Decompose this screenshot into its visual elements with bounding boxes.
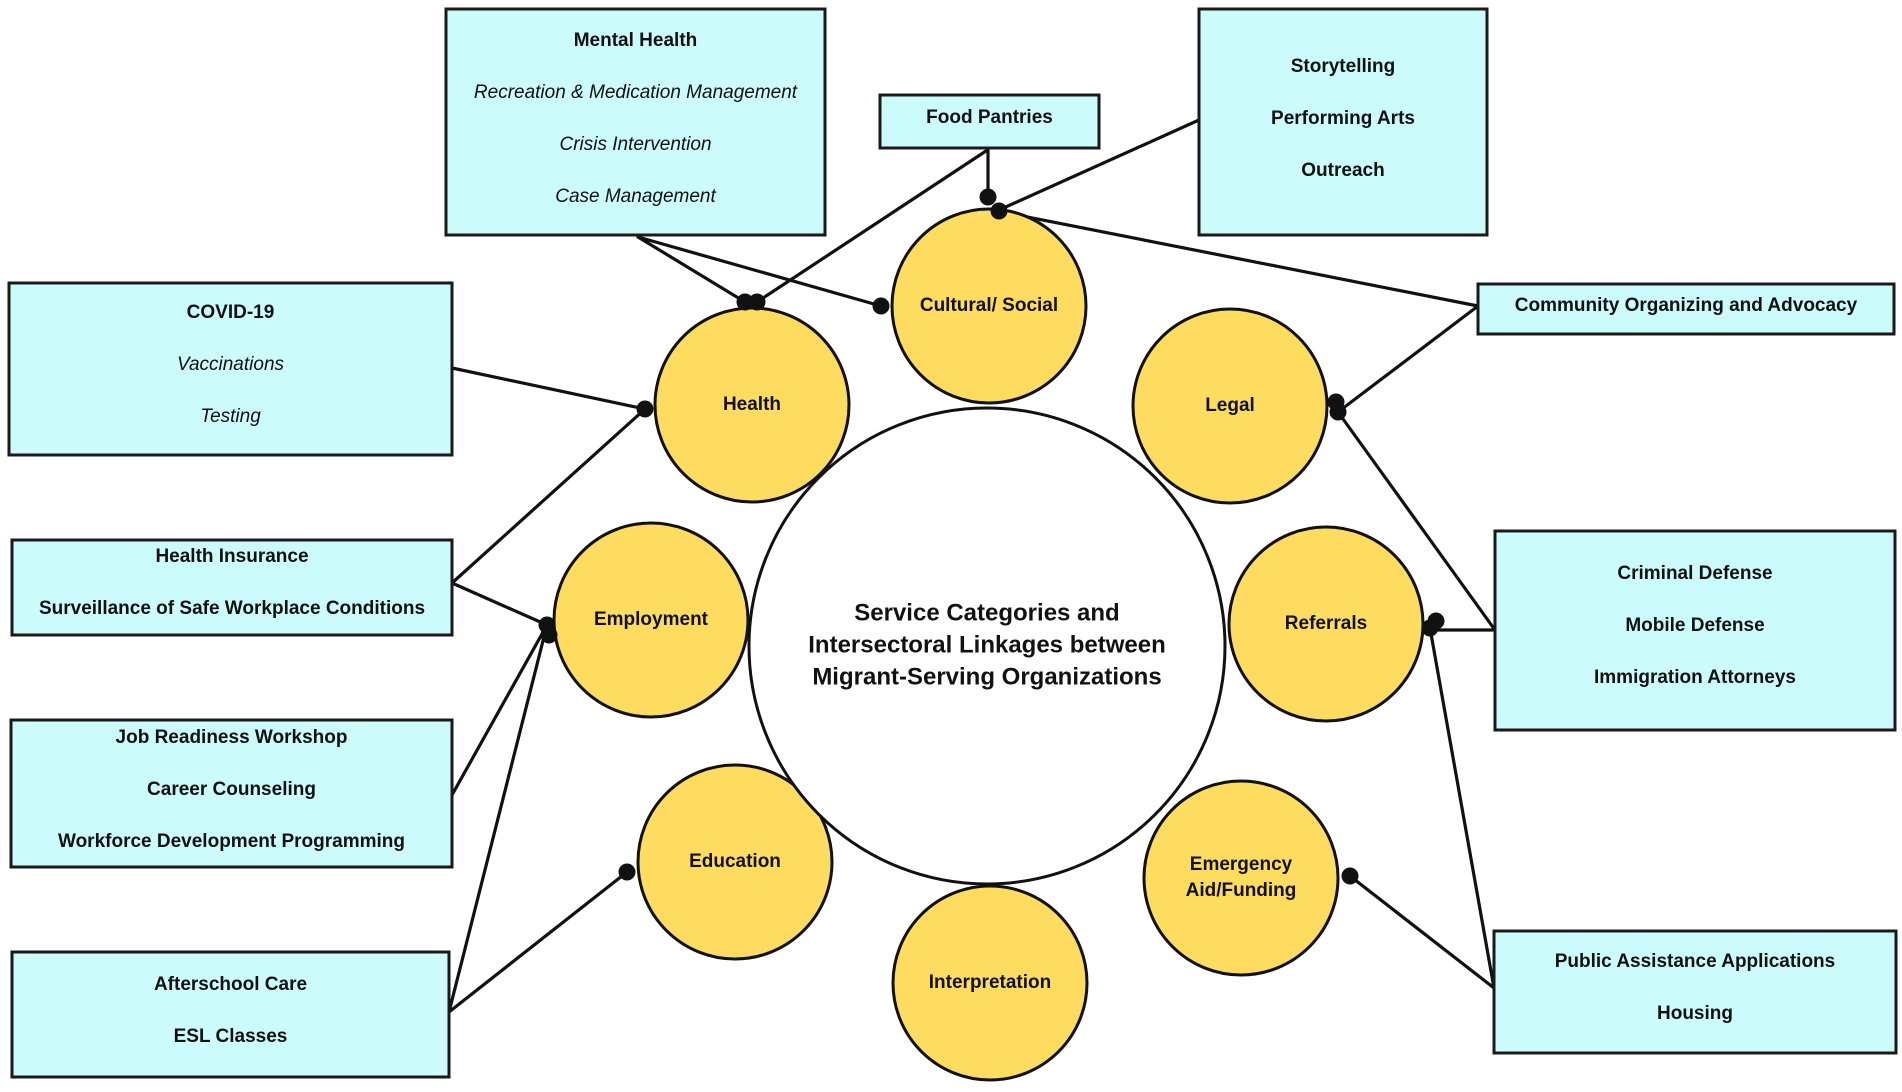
connector-dots <box>538 188 1445 885</box>
category-label-legal: Legal <box>1205 395 1255 416</box>
service-label-job-readiness: Workforce Development Programming <box>58 831 405 852</box>
service-box-food-pantries <box>878 93 1101 150</box>
service-label-mental-health: Case Management <box>555 186 716 207</box>
service-label-covid: Testing <box>200 406 261 427</box>
connector-dot <box>872 297 890 315</box>
category-circle-legal <box>1131 307 1329 505</box>
category-label-emergency: Emergency <box>1190 854 1293 875</box>
service-box-mental-health <box>444 7 827 237</box>
connector-lines <box>447 118 1497 1014</box>
category-label-employment: Employment <box>594 609 709 630</box>
service-box-storytelling <box>1197 7 1489 237</box>
connector-line <box>1348 874 1496 990</box>
connector-dot <box>618 863 636 881</box>
service-box-public-assistance <box>1492 929 1898 1055</box>
service-label-storytelling: Outreach <box>1301 160 1384 181</box>
service-label-job-readiness: Career Counseling <box>147 779 316 800</box>
service-label-criminal-defense: Immigration Attorneys <box>1594 667 1796 688</box>
service-label-afterschool: Afterschool Care <box>154 974 307 995</box>
connector-dot <box>748 293 766 311</box>
connector-line <box>1336 304 1480 414</box>
service-box-covid <box>7 281 454 457</box>
service-box-job-readiness <box>9 718 454 869</box>
connector-line <box>450 581 549 627</box>
category-circle-employment <box>552 521 750 719</box>
connector-dot <box>540 626 558 644</box>
category-label-interpretation: Interpretation <box>929 972 1051 993</box>
service-label-health-insurance: Health Insurance <box>155 546 308 567</box>
connector-line <box>995 209 1480 308</box>
service-label-storytelling: Performing Arts <box>1271 108 1415 129</box>
category-label-health: Health <box>723 394 781 415</box>
service-label-job-readiness: Job Readiness Workshop <box>116 727 348 748</box>
service-label-covid: Vaccinations <box>177 354 285 375</box>
category-label-emergency: Aid/Funding <box>1186 880 1297 901</box>
category-label-referrals: Referrals <box>1285 613 1367 634</box>
service-label-health-insurance: Surveillance of Safe Workplace Condition… <box>39 598 425 619</box>
service-label-criminal-defense: Criminal Defense <box>1617 563 1772 584</box>
service-label-mental-health: Crisis Intervention <box>559 134 711 155</box>
connector-line <box>636 235 883 308</box>
connector-line <box>450 623 549 797</box>
connector-dot <box>979 188 997 206</box>
service-label-public-assistance: Public Assistance Applications <box>1555 951 1836 972</box>
connector-dot <box>1341 867 1359 885</box>
center-circle-shape <box>747 406 1227 886</box>
service-label-mental-health: Mental Health <box>574 30 698 51</box>
category-circle-education <box>636 763 834 961</box>
category-label-education: Education <box>689 851 781 872</box>
connector-line <box>1336 410 1497 632</box>
service-box-health-insurance <box>10 538 454 637</box>
category-circle-cultural-social <box>890 207 1088 405</box>
connector-dot <box>1427 612 1445 630</box>
center-title-line: Service Categories and <box>854 599 1119 626</box>
category-circle-interpretation <box>891 884 1089 1082</box>
category-label-cultural-social: Cultural/ Social <box>920 295 1058 316</box>
connector-dot <box>1327 393 1345 411</box>
connector-line <box>636 235 747 304</box>
center-title-line: Migrant-Serving Organizations <box>812 663 1161 690</box>
service-label-afterschool: ESL Classes <box>174 1026 288 1047</box>
service-box-criminal-defense <box>1493 529 1897 732</box>
connector-line <box>447 870 629 1014</box>
service-label-food-pantries: Food Pantries <box>926 107 1053 128</box>
service-label-covid: COVID-19 <box>187 302 275 323</box>
service-label-criminal-defense: Mobile Defense <box>1625 615 1764 636</box>
service-label-mental-health: Recreation & Medication Management <box>474 82 798 103</box>
connector-dot <box>990 202 1008 220</box>
connector-line <box>755 149 988 304</box>
connector-line <box>447 623 549 1014</box>
connector-line <box>450 407 647 585</box>
connector-dot <box>636 400 654 418</box>
category-circle-emergency <box>1142 779 1340 977</box>
center-title-line: Intersectoral Linkages between <box>808 631 1165 658</box>
connector-dot <box>736 293 754 311</box>
service-label-public-assistance: Housing <box>1657 1003 1733 1024</box>
service-label-storytelling: Storytelling <box>1291 56 1396 77</box>
service-box-community-organizing <box>1476 282 1896 336</box>
connector-line <box>1428 626 1496 990</box>
connector-line <box>450 366 647 411</box>
service-label-community-organizing: Community Organizing and Advocacy <box>1515 295 1858 316</box>
connector-line <box>997 118 1201 212</box>
service-box-afterschool <box>10 950 451 1079</box>
